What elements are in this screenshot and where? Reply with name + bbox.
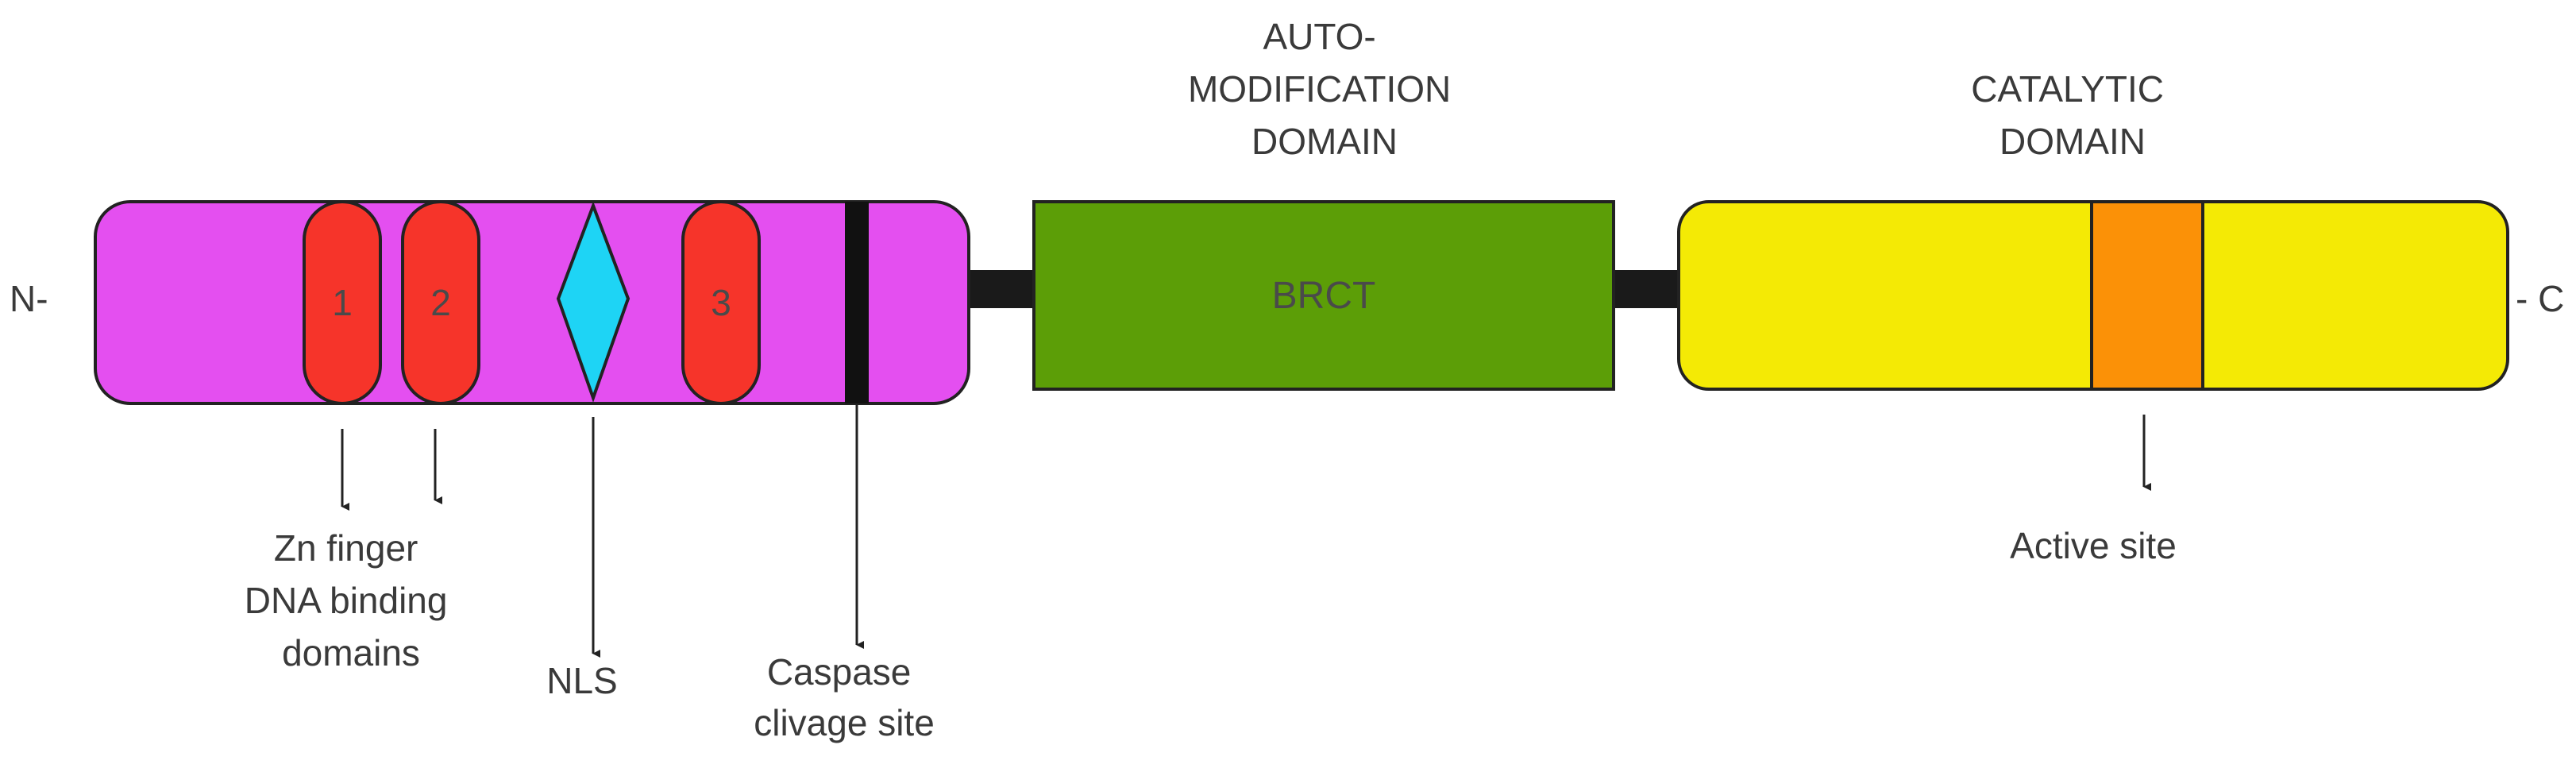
active-site-box: [2090, 200, 2204, 391]
auto-modification-header-line-1: AUTO-: [1263, 16, 1375, 57]
auto-modification-domain: [1032, 200, 1615, 391]
caspase-site-bar: [845, 202, 869, 403]
zn-finger-annotation: Zn finger DNA binding domains: [245, 527, 458, 673]
nls-annotation: NLS: [546, 660, 617, 701]
n-terminus-label: N-: [10, 278, 48, 319]
catalytic-header-line-2: DOMAIN: [1999, 121, 2146, 162]
zn-finger-annotation-line-3: domains: [282, 632, 420, 673]
zinc-finger-1: 1: [303, 200, 382, 405]
zinc-finger-3-label: 3: [711, 282, 731, 323]
zinc-finger-3: 3: [681, 200, 761, 405]
auto-modification-header-line-2: MODIFICATION: [1188, 68, 1451, 110]
zinc-finger-2-label: 2: [430, 282, 451, 323]
active-site-annotation: Active site: [2010, 525, 2177, 566]
dna-binding-domain: [94, 200, 970, 405]
nls-diamond: [556, 201, 631, 403]
zinc-finger-2: 2: [401, 200, 480, 405]
linker-2: [1612, 270, 1679, 308]
c-terminus-label: - C: [2516, 278, 2564, 319]
zn-finger-annotation-line-1: Zn finger: [274, 527, 418, 569]
zn-finger-annotation-line-2: DNA binding: [245, 580, 448, 621]
caspase-annotation: Caspase clivage site: [754, 651, 935, 743]
auto-modification-header-line-3: DOMAIN: [1251, 121, 1398, 162]
catalytic-header: CATALYTIC DOMAIN: [1971, 68, 2174, 162]
catalytic-header-line-1: CATALYTIC: [1971, 68, 2164, 110]
caspase-annotation-line-2: clivage site: [754, 702, 935, 743]
auto-modification-header: AUTO- MODIFICATION DOMAIN: [1188, 16, 1461, 162]
brct-label: BRCT: [1272, 275, 1376, 317]
zinc-finger-1-label: 1: [332, 282, 353, 323]
linker-1: [967, 270, 1034, 308]
caspase-annotation-line-1: Caspase: [767, 651, 912, 693]
